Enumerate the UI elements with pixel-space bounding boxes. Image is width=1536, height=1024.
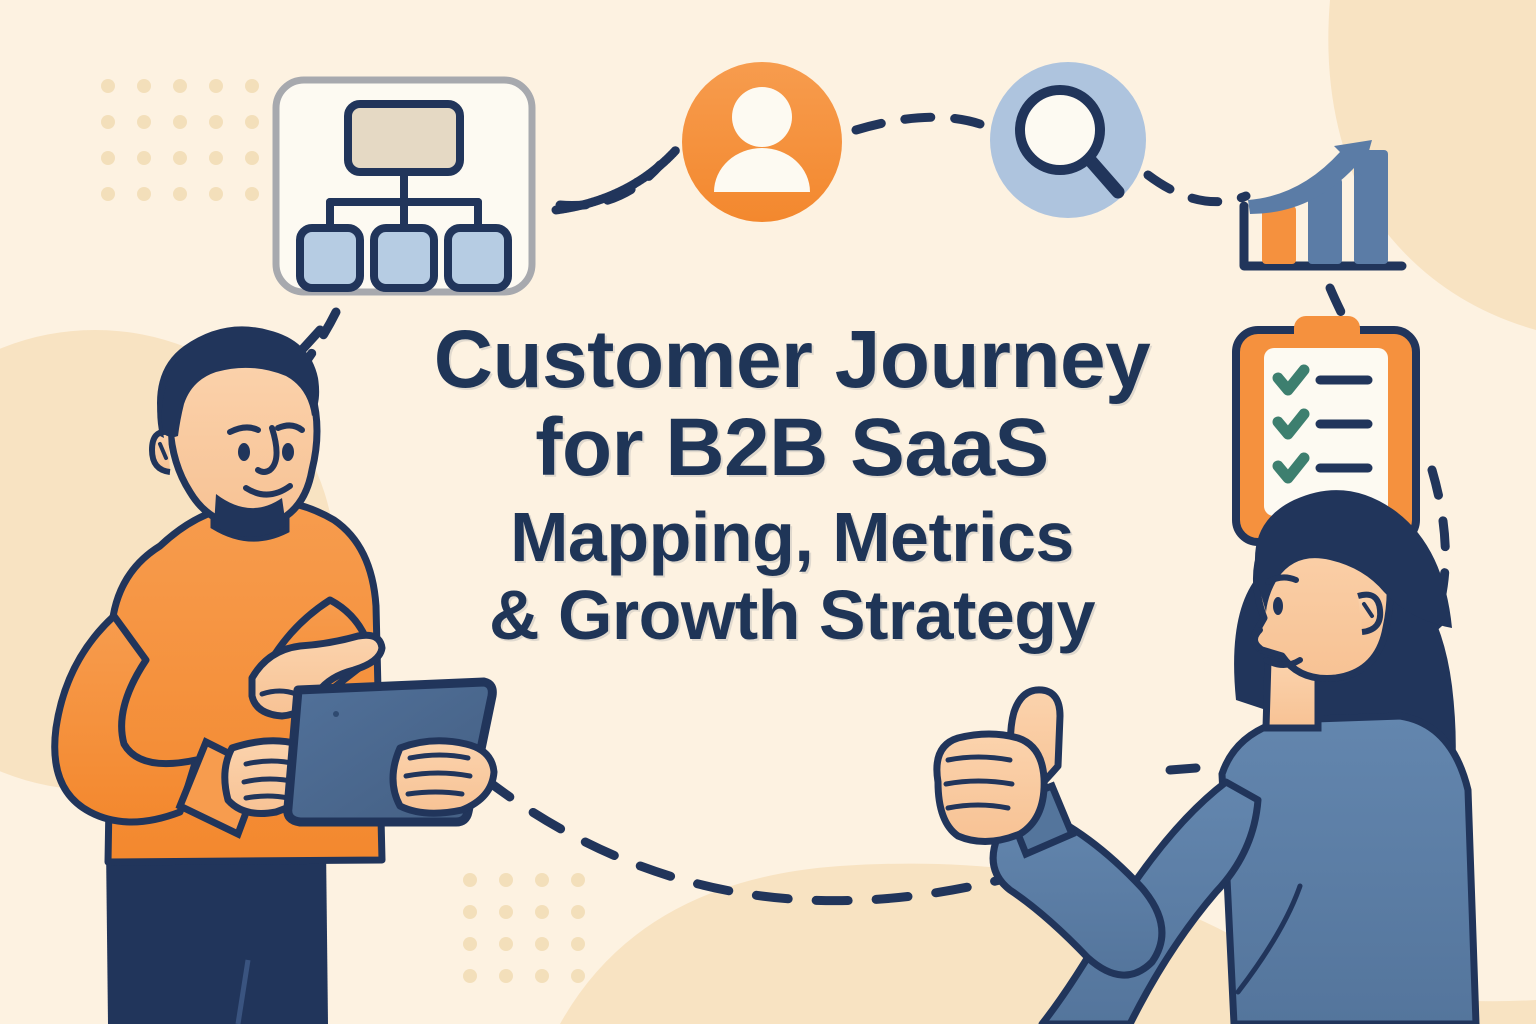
checklist-clipboard-icon[interactable] [1232,316,1420,546]
clipboard-clip [1294,316,1360,358]
man-with-tablet-illustration [51,326,498,1024]
chart-bar [1308,178,1342,264]
growth-bar-chart-icon[interactable] [1239,140,1407,271]
dashed-connector-persona-to-research [851,112,985,135]
background-blob [1328,0,1536,330]
flowchart-parent-node [344,100,464,176]
magnifier-handle [1083,153,1125,199]
user-persona-icon[interactable] [682,62,842,222]
persona-body [714,148,810,192]
clipboard-checkmarks [1272,364,1310,484]
persona-head [732,87,792,147]
flowchart-child-node [370,224,438,292]
chart-bar [1354,150,1388,264]
man-trousers [106,846,328,1024]
magnifier-lens [1015,85,1105,175]
dashed-connector-research-to-chart [1143,170,1251,207]
chart-trend-arrow [1248,140,1372,214]
woman-thumbs-up-illustration [933,490,1480,1024]
chart-bar [1262,206,1296,264]
clipboard-text-lines [1315,375,1373,473]
woman-fist [933,730,1048,846]
magnifier-icon[interactable] [990,62,1146,218]
man-pointing-hand [248,631,386,720]
dot-grid-decoration [463,873,585,983]
dot-grid-decoration [101,79,259,201]
man-chin-shadow [214,494,286,537]
man-hair [157,326,320,438]
man-left-arm [51,612,200,826]
man-ear [148,428,171,475]
flowchart-icon[interactable] [272,76,536,296]
flowchart-child-node [444,224,512,292]
flowchart-connector-lines [326,168,482,232]
dashed-connector-persona-to-flowchart-arc [551,145,681,215]
woman-sweater [1218,712,1480,1024]
chart-axis [1239,201,1407,271]
dashed-connector-chart-to-clipboard [1325,283,1349,323]
dashed-connector-man-to-woman [479,773,1035,906]
woman-hair-front [1254,490,1452,628]
flowchart-child-node [296,224,364,292]
